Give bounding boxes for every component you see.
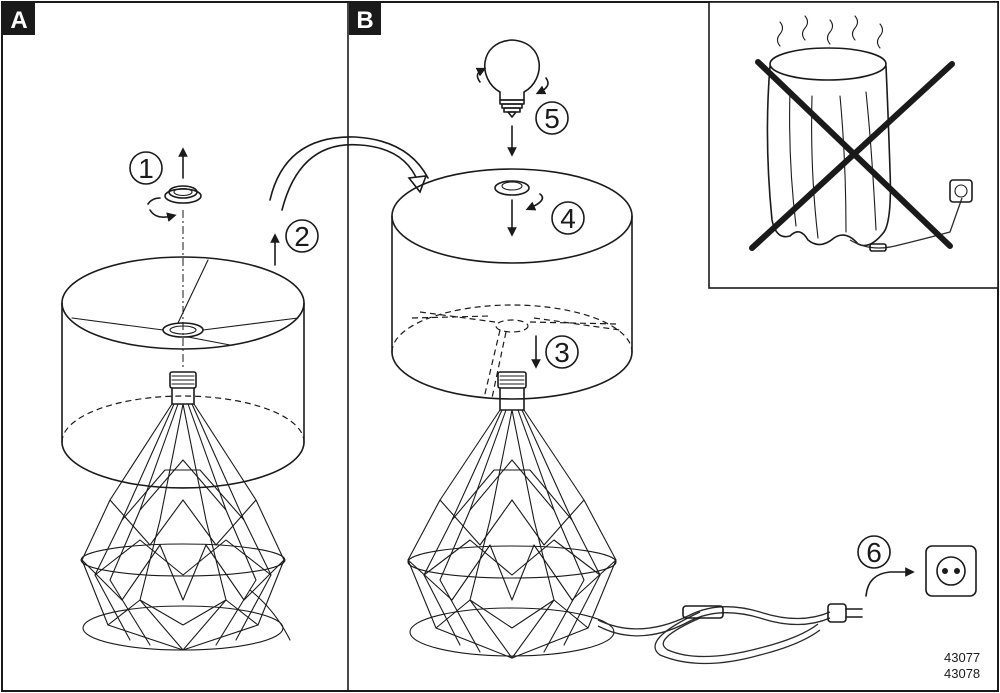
ring-nut-icon: [147, 185, 202, 222]
step-2-marker: 2: [270, 219, 319, 266]
lamp-base-a-icon: [80, 371, 291, 651]
panel-a: A 1 2: [3, 3, 429, 651]
wall-socket-icon: [925, 545, 977, 597]
step-1-marker: 1: [129, 147, 188, 185]
step-5-marker: 5: [507, 101, 569, 157]
lampshade-a-icon: [61, 256, 305, 489]
light-bulb-icon: [475, 39, 549, 118]
plug-in-arrow-icon: [865, 567, 915, 597]
cord-switch-icon: [682, 605, 724, 619]
panel-b: B 5: [349, 3, 980, 681]
no-cover-lamp-icon: [749, 15, 973, 252]
step-6-number: 6: [866, 537, 882, 568]
panel-b-label-text: B: [356, 7, 373, 34]
panel-b-label: B: [349, 3, 381, 35]
product-code-2: 43078: [944, 666, 980, 681]
step-3-number: 3: [554, 337, 570, 368]
step-4-marker: 4: [551, 201, 585, 235]
lampshade-b-icon: [391, 168, 633, 400]
panel-a-label: A: [3, 3, 35, 35]
product-code-1: 43077: [944, 650, 980, 665]
step-5-number: 5: [544, 103, 560, 134]
step-4-number: 4: [560, 203, 576, 234]
step-1-number: 1: [138, 153, 154, 184]
step-2-number: 2: [294, 221, 310, 252]
step-3-marker: 3: [531, 335, 579, 369]
panel-a-label-text: A: [10, 7, 27, 34]
power-cord-icon: [597, 603, 863, 665]
transfer-arrow-icon: [281, 143, 419, 211]
lamp-base-b-icon: [407, 371, 617, 659]
socket-top-icon: [494, 180, 544, 237]
step-6-marker: 6: [857, 535, 915, 597]
warning-panel: [708, 1, 999, 289]
